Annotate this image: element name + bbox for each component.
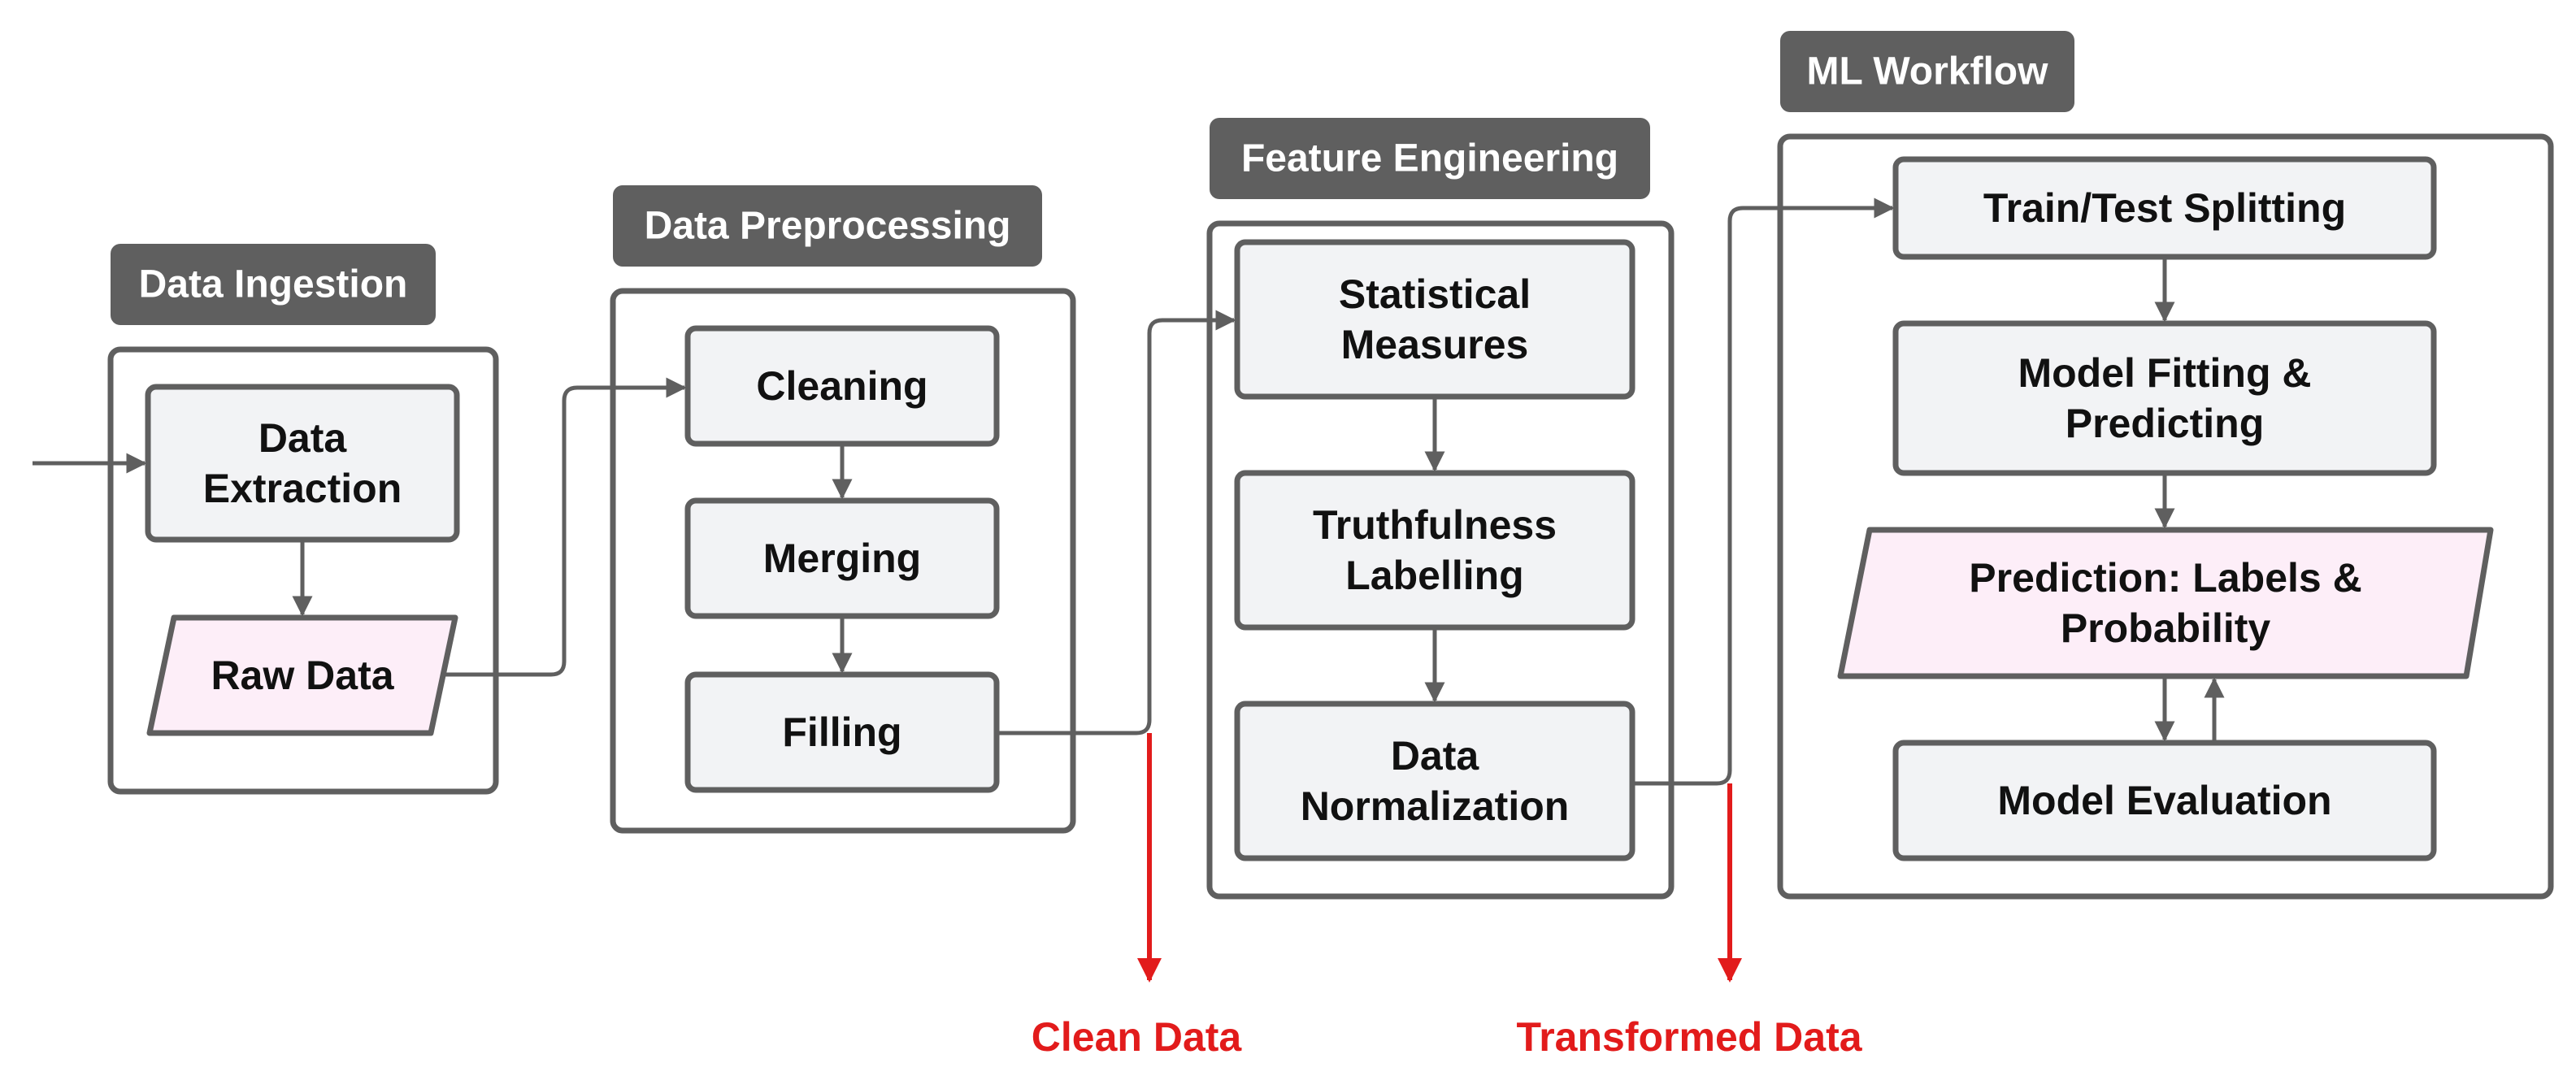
node-train-test-splitting-label: Train/Test Splitting [1983,185,2346,231]
stage-title-ml-workflow-label: ML Workflow [1807,50,2049,93]
node-label-line: Predicting [2066,401,2264,446]
stage-title-ml-workflow: ML Workflow [1780,31,2074,112]
node-model-evaluation-label: Model Evaluation [1997,778,2331,823]
stage-title-preprocessing-label: Data Preprocessing [645,205,1011,248]
node-cleaning-label: Cleaning [756,363,927,409]
node-prediction-label: Prediction: Labels &Probability [1969,555,2361,651]
stage-title-feature-engineering: Feature Engineering [1210,118,1650,199]
node-label-line: Labelling [1345,553,1523,598]
node-model-evaluation [1892,740,2437,861]
stage-title-preprocessing: Data Preprocessing [613,185,1042,267]
node-model-fitting [1892,320,2437,476]
node-merging-label: Merging [763,536,921,581]
node-label-line: Model Fitting & [2018,350,2311,396]
node-raw-data [146,614,458,736]
node-label-line: Data [258,415,348,461]
node-label-line: Normalization [1301,783,1570,829]
node-model-fitting-label: Model Fitting & Predicting [2018,350,2311,446]
ingestion-container [107,346,499,795]
node-statistical-measures [1234,239,1636,400]
node-truthfulness-labelling [1234,470,1636,631]
node-raw-data-label: Raw Data [211,653,394,698]
arrow-filling-to-statistical [997,310,1236,735]
node-label-line: Statistical [1339,271,1531,317]
node-label-line: Data [1391,733,1480,779]
node-data-normalization [1234,701,1636,861]
transformed-data-label: Transformed Data [1516,1014,1862,1060]
node-data-extraction [145,384,460,543]
arrow-raw-to-cleaning [443,377,687,677]
node-label-line: Filling [782,709,901,755]
node-filling-label: Filling [782,709,901,755]
stage-title-ingestion: Data Ingestion [111,244,436,325]
stage-title-feature-engineering-label: Feature Engineering [1241,137,1618,180]
node-label-line: Truthfulness [1313,502,1557,548]
node-label-line: Probability [2061,605,2271,651]
preprocessing-container [610,288,1076,834]
stage-title-ingestion-label: Data Ingestion [139,263,408,306]
arrow-normalization-to-split [1632,197,1895,786]
node-label-line: Merging [763,536,921,581]
node-label-line: Cleaning [756,363,927,409]
clean-data-label: Clean Data [1032,1014,1243,1060]
node-label-line: Raw Data [211,653,394,698]
ml-workflow-container [1777,133,2554,900]
node-label-line: Prediction: Labels & [1969,555,2361,601]
node-label-line: Train/Test Splitting [1983,185,2346,231]
node-prediction [1837,527,2494,679]
node-label-line: Model Evaluation [1997,778,2331,823]
node-label-line: Extraction [203,466,402,511]
feature-engineering-container [1206,220,1675,900]
node-label-line: Measures [1341,322,1529,367]
